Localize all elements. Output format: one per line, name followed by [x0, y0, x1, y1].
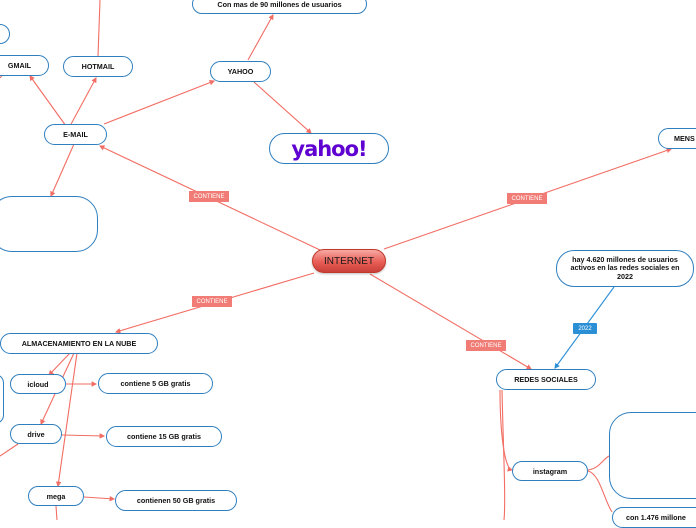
- relation-label[interactable]: CONTIENE: [507, 193, 547, 204]
- connector: [587, 455, 610, 471]
- relation-label-year[interactable]: 2022: [573, 323, 597, 334]
- node-instagram[interactable]: instagram: [512, 461, 588, 481]
- relation-label[interactable]: CONTIENE: [189, 191, 229, 202]
- node-social-stat[interactable]: hay 4.620 millones de usuarios activos e…: [556, 250, 694, 287]
- connector: [83, 495, 116, 502]
- node-mega-detail[interactable]: contienen 50 GB gratis: [115, 490, 237, 511]
- central-node-internet[interactable]: INTERNET: [312, 249, 386, 273]
- node-email[interactable]: E-MAIL: [44, 124, 107, 145]
- node-drive-detail[interactable]: contiene 15 GB gratis: [106, 426, 222, 447]
- node-yahoo-users[interactable]: Con mas de 90 millones de usuarios: [192, 0, 367, 14]
- node-storage[interactable]: ALMACENAMIENTO EN LA NUBE: [0, 333, 158, 354]
- node-outlook-logo[interactable]: [0, 196, 98, 252]
- connector: [253, 81, 312, 134]
- connector: [369, 273, 532, 370]
- node-icloud-detail[interactable]: contiene 5 GB gratis: [98, 373, 213, 394]
- connector: [48, 352, 71, 376]
- connector: [29, 75, 67, 127]
- connector: [69, 77, 97, 127]
- node-instagram-detail[interactable]: con 1.476 millone: [612, 507, 696, 528]
- connector: [247, 14, 274, 61]
- node-gmail[interactable]: GMAIL: [0, 55, 49, 76]
- node-instagram-logo[interactable]: [609, 412, 696, 499]
- node-mensajeria[interactable]: MENS: [658, 128, 696, 149]
- node-mega[interactable]: mega: [28, 486, 84, 506]
- node-yahoo-logo[interactable]: yahoo!: [269, 133, 389, 164]
- connector: [61, 433, 106, 439]
- node-drive[interactable]: drive: [10, 424, 62, 444]
- connector: [501, 389, 506, 520]
- connector: [0, 443, 19, 457]
- connector: [50, 143, 75, 198]
- connector: [587, 470, 613, 513]
- node-social[interactable]: REDES SOCIALES: [496, 369, 596, 390]
- relation-label[interactable]: CONTIENE: [466, 340, 506, 351]
- node-yahoo[interactable]: YAHOO: [210, 61, 271, 82]
- yahoo-logo-icon: yahoo!: [291, 136, 367, 161]
- relation-label[interactable]: CONTIENE: [192, 296, 232, 307]
- connector: [55, 352, 78, 488]
- node-partial-storage-left[interactable]: [0, 374, 4, 424]
- node-icloud[interactable]: icloud: [10, 374, 66, 394]
- connector: [55, 505, 58, 520]
- connector: [103, 80, 216, 125]
- node-hotmail[interactable]: HOTMAIL: [63, 56, 133, 77]
- connector: [97, 0, 101, 57]
